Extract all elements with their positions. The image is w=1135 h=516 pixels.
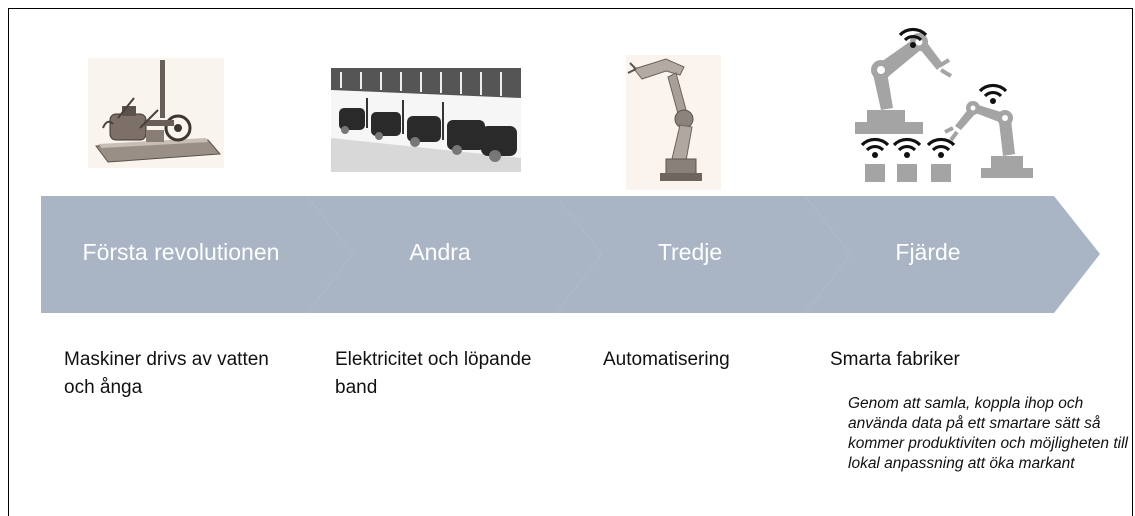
assembly-line-sketch-icon [331,68,521,172]
stage-3-label: Tredje [657,239,723,265]
chevron-stage-2 [307,196,602,313]
chevron-stage-4 [805,196,1100,313]
stage-2-label: Andra [409,239,471,265]
stage-1-description: Maskiner drivs av vatten och ånga [64,349,269,398]
robot-arm-sketch-icon [626,55,721,190]
stage-4-description: Smarta fabriker [830,349,960,370]
chevron-stage-1 [41,196,353,313]
stage-1-label: Första revolutionen [82,239,280,265]
connected-factory-icon [855,27,1033,182]
chevron-stage-3 [556,196,851,313]
steam-engine-sketch-icon [88,58,224,168]
smart-factory-note: Genom att samla, koppla ihop och använda… [848,395,1128,472]
stage-3-description: Automatisering [603,349,730,370]
stage-2-description: Elektricitet och löpande band [335,349,532,398]
stage-4-label: Fjärde [895,239,961,265]
